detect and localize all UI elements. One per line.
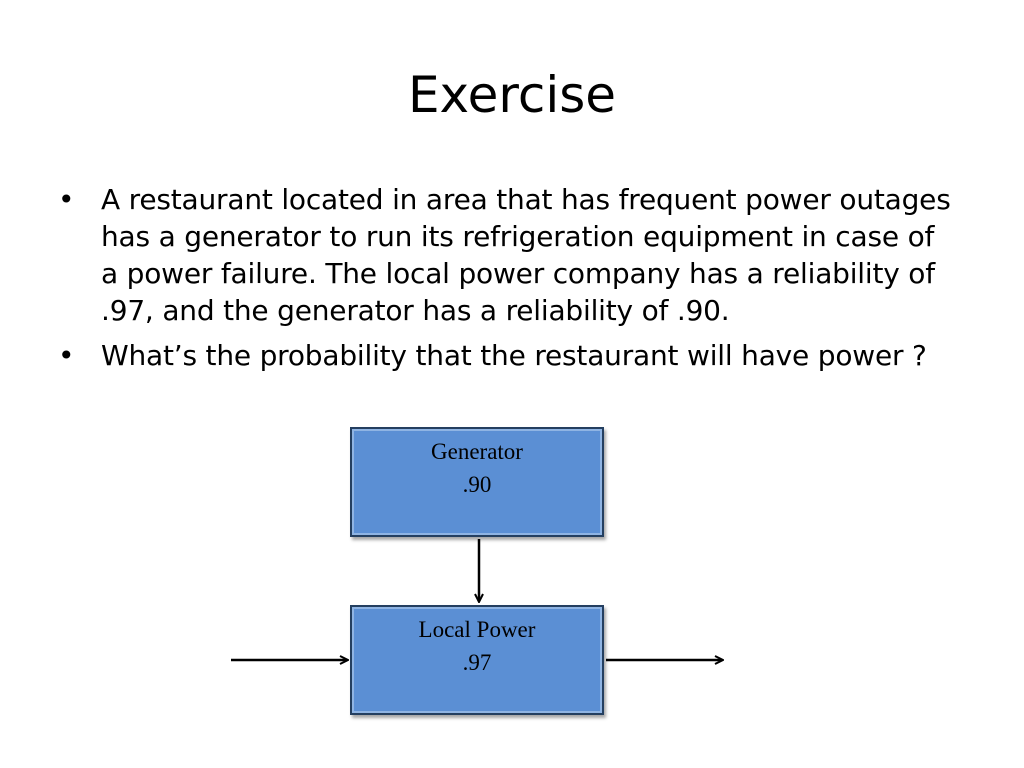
bullet-text-question: What’s the probability that the restaura…	[101, 339, 927, 372]
local-power-label: Local Power	[418, 617, 536, 642]
bullet-marker: •	[58, 183, 75, 216]
local-power-box: Local Power .97	[350, 605, 604, 715]
slide-title: Exercise	[407, 66, 617, 124]
bullet-item-scenario: • A restaurant located in area that has …	[58, 181, 958, 329]
bullet-item-question: • What’s the probability that the restau…	[58, 337, 958, 374]
bullet-text-scenario: A restaurant located in area that has fr…	[101, 183, 951, 327]
generator-label: Generator	[431, 439, 523, 464]
bullet-marker: •	[58, 339, 75, 372]
generator-reliability: .90	[462, 472, 492, 497]
bullet-list: • A restaurant located in area that has …	[58, 181, 958, 382]
local-power-reliability: .97	[462, 650, 492, 675]
generator-box: Generator .90	[350, 427, 604, 537]
